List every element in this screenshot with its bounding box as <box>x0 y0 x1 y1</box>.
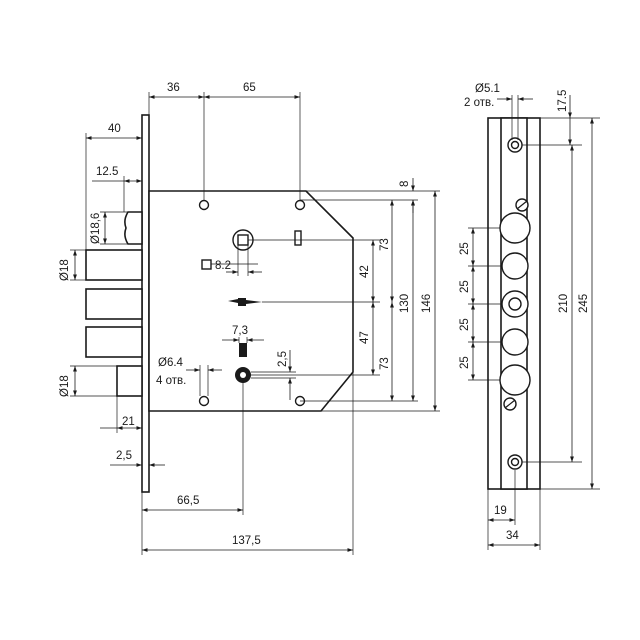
dim-label: 65 <box>243 82 256 94</box>
mount-hole <box>294 199 306 211</box>
dim-label: 146 <box>421 294 433 313</box>
deadbolt-3 <box>85 326 143 358</box>
dim-label: 210 <box>558 294 570 313</box>
faceplate <box>141 114 150 493</box>
dim-label: 66,5 <box>177 495 199 507</box>
dim-label: 40 <box>108 123 121 135</box>
square-marker-icon <box>201 259 212 270</box>
mount-hole <box>198 199 210 211</box>
dim-label: Ø5.1 <box>475 83 500 95</box>
latch-bolt <box>124 211 143 245</box>
faceplate-screw-icon <box>510 457 520 467</box>
side-view-labels: 36 65 40 12.5 Ø18,6 Ø18 Ø18 8.2 7,3 Ø6.4… <box>59 82 433 547</box>
front-view-dimensions <box>468 95 600 550</box>
latch-opening <box>499 212 531 244</box>
deadbolt-1 <box>85 249 143 281</box>
middle-keyway <box>228 298 262 306</box>
lock-side-view <box>85 114 354 493</box>
dim-label: 73 <box>379 357 391 370</box>
dim-label: 2 отв. <box>464 97 494 109</box>
dim-label: Ø18 <box>59 259 71 281</box>
dim-label: 8 <box>399 181 411 187</box>
square-spindle-icon <box>237 234 249 246</box>
dim-label: 245 <box>578 294 590 313</box>
dim-label: Ø18,6 <box>90 213 102 244</box>
dim-label: 17.5 <box>557 90 569 112</box>
dim-label: 47 <box>359 331 371 344</box>
dim-label: 34 <box>506 530 519 542</box>
dim-label: 4 отв. <box>156 375 186 387</box>
faceplate-front-view <box>487 117 541 490</box>
follower-slot <box>294 230 302 246</box>
faceplate-screw-icon <box>510 140 520 150</box>
bolt-opening <box>501 328 529 356</box>
dim-label: 12.5 <box>96 166 118 178</box>
dim-label: 25 <box>459 318 471 331</box>
dim-label: 25 <box>459 280 471 293</box>
dim-label: 42 <box>359 265 371 278</box>
cylinder-hole-center <box>240 372 246 378</box>
cylinder-pin <box>239 343 247 357</box>
dim-label: 25 <box>459 242 471 255</box>
bolt-opening <box>501 252 529 280</box>
dim-label: 25 <box>459 356 471 369</box>
dim-label: 130 <box>399 294 411 313</box>
dim-label: 21 <box>122 416 135 428</box>
dim-label: 2,5 <box>116 450 132 462</box>
bolt-opening-inner <box>508 297 522 311</box>
dim-label: Ø18 <box>59 375 71 397</box>
dim-label: 73 <box>379 238 391 251</box>
dim-label: 2,5 <box>277 351 289 367</box>
side-view-dimensions <box>70 92 440 555</box>
dim-label: 36 <box>167 82 180 94</box>
dim-label: Ø6.4 <box>158 357 184 369</box>
mount-hole <box>198 395 210 407</box>
dim-label: 19 <box>494 505 507 517</box>
deadbolt-2 <box>85 288 143 320</box>
dim-label: 7,3 <box>232 325 248 337</box>
front-view-labels: Ø5.1 2 отв. 17.5 25 25 25 25 210 245 19 … <box>459 83 590 542</box>
bottom-bolt <box>116 365 143 397</box>
bolt-opening <box>499 364 531 396</box>
dim-label: 137,5 <box>232 535 261 547</box>
dim-label: 8.2 <box>215 260 231 272</box>
